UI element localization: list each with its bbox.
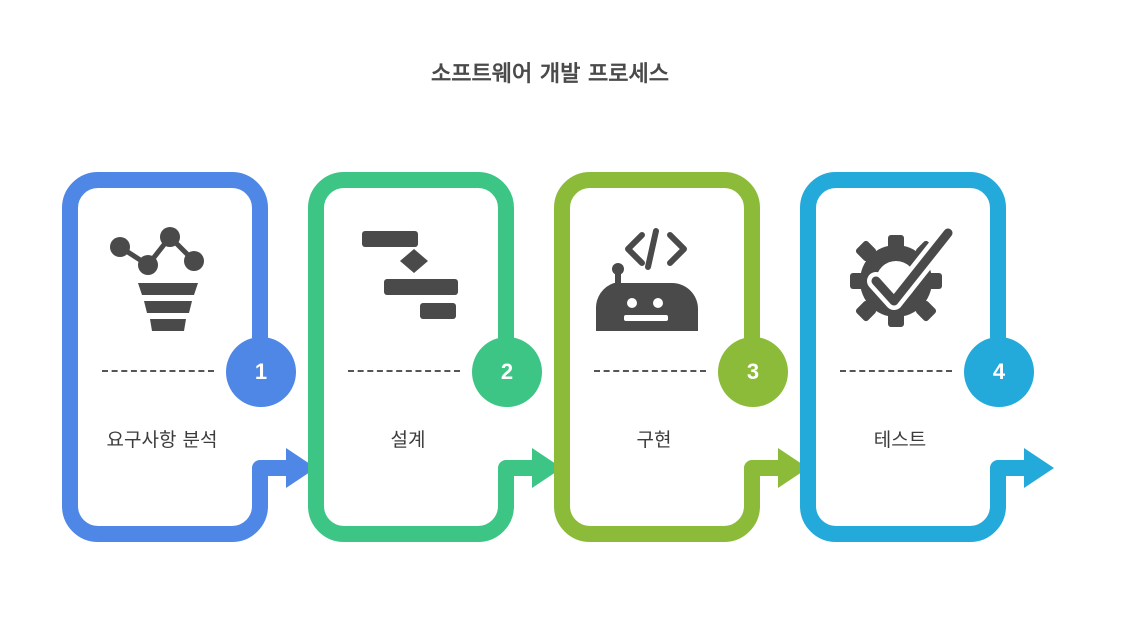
dashed-divider bbox=[594, 370, 706, 372]
step-label: 구현 bbox=[636, 429, 672, 451]
step-label: 요구사항 분석 bbox=[106, 429, 218, 451]
step-frame bbox=[554, 172, 808, 542]
step-number-badge: 1 bbox=[226, 337, 296, 407]
page-title: 소프트웨어 개발 프로세스 bbox=[431, 62, 669, 87]
robot-code-icon bbox=[595, 228, 698, 331]
step-frame bbox=[62, 172, 316, 542]
step-number-badge: 4 bbox=[964, 337, 1034, 407]
step-requirements-analysis: 1 요구사항 분석 bbox=[62, 172, 316, 542]
step-design: 2 설계 bbox=[308, 172, 562, 542]
funnel-chart-icon bbox=[110, 227, 204, 331]
dashed-divider bbox=[102, 370, 214, 372]
step-label: 테스트 bbox=[873, 429, 927, 451]
step-number-badge: 2 bbox=[472, 337, 542, 407]
step-frame bbox=[308, 172, 562, 542]
gantt-chart-icon bbox=[362, 231, 458, 319]
gear-check-icon bbox=[850, 224, 957, 327]
step-frame bbox=[800, 172, 1054, 542]
dashed-divider bbox=[840, 370, 952, 372]
step-number-badge: 3 bbox=[718, 337, 788, 407]
step-label: 설계 bbox=[390, 429, 426, 451]
dashed-divider bbox=[348, 370, 460, 372]
step-testing: 4 테스트 bbox=[800, 172, 1054, 542]
step-implementation: 3 구현 bbox=[554, 172, 808, 542]
